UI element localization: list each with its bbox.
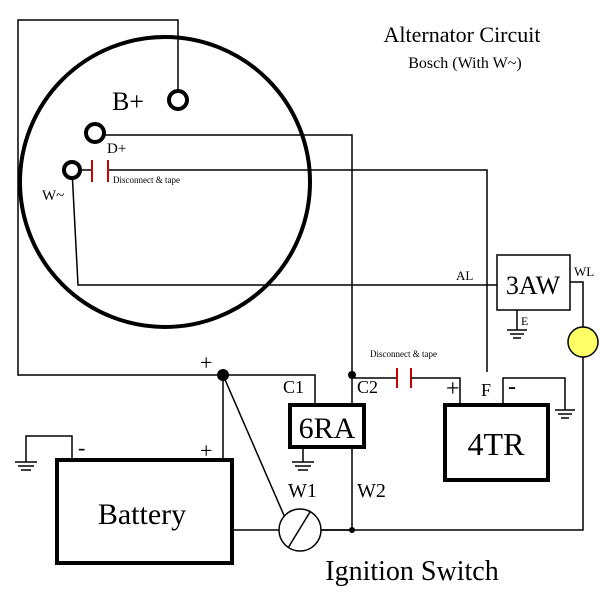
warning-lamp-icon: [567, 326, 599, 358]
label-battery-plus: +: [200, 438, 212, 463]
label-minus-4tr: -: [508, 374, 516, 400]
wire-4tr-ground: [502, 377, 566, 410]
ignition-switch-lever: [287, 511, 311, 549]
label-al: AL: [456, 268, 473, 283]
relay-3aw-box: [496, 254, 571, 311]
label-d-plus: D+: [107, 141, 126, 157]
ground-4tr-icon: [555, 409, 575, 419]
wire-w-to-4tr: [108, 169, 488, 372]
label-disconnect-1: Disconnect & tape: [113, 175, 180, 185]
label-c2: C2: [357, 377, 378, 397]
ignition-switch-icon: [278, 508, 322, 552]
diagram-subtitle: Bosch (With W~): [408, 55, 521, 72]
wire-disconnect-to-4tr: [411, 377, 461, 405]
ground-3aw-icon: [507, 329, 527, 339]
wire-wl-lamp: [570, 281, 584, 327]
label-c1: C1: [283, 377, 304, 397]
label-f: F: [481, 380, 491, 400]
battery-label: Battery: [98, 498, 186, 531]
wire-b-plus: [17, 19, 223, 376]
label-b-plus: B+: [112, 87, 144, 116]
label-battery-minus: -: [78, 435, 85, 460]
label-e: E: [521, 314, 528, 328]
battery-box: [55, 458, 234, 565]
relay-6ra-label: 6RA: [299, 412, 356, 445]
wire-battery-minus: [25, 435, 73, 462]
wire-main-to-switch: [222, 374, 287, 521]
relay-4tr-label: 4TR: [468, 426, 526, 462]
label-plus-4tr: +: [446, 376, 460, 402]
wire-c1: [223, 374, 316, 405]
label-w2: W2: [357, 480, 386, 502]
wire-d-plus: [95, 134, 353, 375]
label-w1: W1: [288, 480, 317, 502]
relay-3aw-label: 3AW: [506, 271, 561, 300]
terminal-w-tilde: [62, 160, 82, 180]
label-w-tilde: W~: [42, 188, 64, 204]
relay-4tr-box: [443, 403, 550, 482]
label-wl: WL: [574, 264, 594, 279]
terminal-b-plus: [167, 89, 189, 111]
ground-w1-icon: [292, 461, 314, 471]
wire-w-to-al: [71, 169, 497, 286]
diagram-title: Alternator Circuit: [383, 22, 540, 47]
ground-battery-icon: [15, 461, 37, 471]
ignition-switch-label: Ignition Switch: [325, 556, 498, 587]
terminal-d-plus: [84, 122, 106, 144]
label-plus-main: +: [200, 350, 212, 375]
alternator-body: [18, 35, 312, 329]
label-disconnect-2: Disconnect & tape: [370, 349, 437, 359]
relay-6ra-box: [288, 403, 366, 449]
